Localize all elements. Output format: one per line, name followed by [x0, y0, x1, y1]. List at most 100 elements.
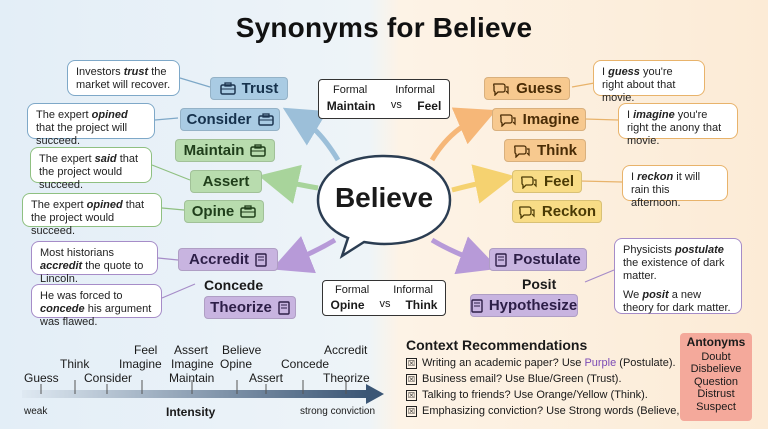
pill-label: Feel	[543, 173, 574, 190]
callout-opine: The expert opined that the project would…	[22, 193, 162, 237]
formal-label: Formal	[333, 84, 368, 96]
scale-word-believe: Believe	[222, 343, 262, 357]
informal-word: Think	[405, 298, 438, 312]
antonym-item: Suspect	[696, 400, 736, 413]
context-title: Context Recommendations	[406, 337, 588, 353]
scale-word-feel: Feel	[134, 343, 158, 357]
context-item: ☒ Business email? Use Blue/Green (Trust)…	[406, 373, 622, 385]
pill-label: Think	[537, 142, 577, 159]
scale-word-theorize: Theorize	[323, 371, 370, 385]
callout-concede: He was forced to concede his argument wa…	[31, 284, 162, 328]
pill-label: Postulate	[513, 251, 581, 268]
chat-bubbles-icon	[520, 175, 538, 189]
checkbox-icon: ☒	[406, 373, 417, 385]
scale-strong-label: strong conviction	[300, 406, 376, 417]
compare-box-bottom: Formal Informal Opine vs Think	[322, 280, 446, 316]
formal-word: Opine	[330, 298, 365, 312]
pill-label: Opine	[191, 203, 235, 220]
briefcase-icon	[219, 82, 236, 95]
callout-maintain: The expert said that the project would s…	[30, 147, 152, 191]
scale-word-think: Think	[60, 357, 90, 371]
pill-opine[interactable]: Opine	[184, 200, 264, 223]
checkbox-icon: ☒	[406, 405, 417, 417]
callout-postulate: Physicists postulate the existence of da…	[614, 238, 742, 314]
scale-word-accredit: Accredit	[324, 343, 368, 357]
callout-accredit: Most historians accredit the quote to Li…	[31, 241, 158, 285]
book-icon	[278, 300, 290, 315]
pill-consider[interactable]: Consider	[180, 108, 280, 131]
book-icon	[495, 252, 507, 267]
antonym-item: Question	[693, 375, 739, 388]
pill-hypothesize[interactable]: Hypothesize	[470, 294, 578, 317]
pill-label: Guess	[516, 80, 562, 97]
antonym-item: Disbelieve	[690, 363, 742, 375]
pill-assert[interactable]: Assert	[190, 170, 262, 193]
scale-word-assert: Assert	[249, 371, 284, 385]
arrow-green	[258, 164, 319, 204]
pill-theorize[interactable]: Theorize	[204, 296, 296, 319]
pill-accredit[interactable]: Accredit	[178, 248, 278, 271]
context-item: ☒ Writing an academic paper? Use Purple …	[406, 357, 676, 369]
callout-consider: The expert opined that the project will …	[27, 103, 155, 147]
antonym-item: Distrust	[697, 388, 735, 400]
briefcase-icon	[257, 113, 274, 126]
antonyms-box: Antonyms Doubt Disbelieve Question Distr…	[680, 333, 752, 421]
pill-imagine[interactable]: Imagine	[492, 108, 586, 131]
arrow-blue	[282, 107, 341, 162]
page-title: Synonyms for Believe	[235, 12, 533, 43]
context-item: ☒ Talking to friends? Use Orange/Yellow …	[406, 389, 648, 401]
pill-label: Consider	[186, 111, 252, 128]
context-item: ☒ Emphasizing conviction? Use Strong wor…	[406, 405, 720, 417]
pill-reckon[interactable]: Reckon	[512, 200, 602, 223]
word-posit: Posit	[522, 276, 557, 292]
scale-word-assert-top: Assert	[174, 343, 209, 357]
callout-reckon: I reckon it will rain this afternoon.	[622, 165, 728, 209]
scale-word-imagine-2: Imagine	[171, 357, 214, 371]
arrow-purple-left	[271, 236, 337, 274]
scale-word-concede: Concede	[281, 357, 330, 371]
scale-word-imagine: Imagine	[119, 357, 162, 371]
antonym-item: Doubt	[701, 350, 731, 363]
informal-word: Feel	[417, 99, 442, 113]
pill-guess[interactable]: Guess	[484, 77, 570, 100]
antonyms-title: Antonyms	[686, 335, 746, 349]
vs-label: vs	[379, 298, 391, 310]
compare-box-top: Formal Informal Maintain vs Feel	[318, 79, 450, 119]
pill-feel[interactable]: Feel	[512, 170, 582, 193]
scale-word-maintain: Maintain	[169, 371, 215, 385]
pill-label: Accredit	[188, 251, 250, 268]
scale-word-consider: Consider	[84, 371, 133, 385]
checkbox-icon: ☒	[406, 389, 417, 401]
pill-postulate[interactable]: Postulate	[489, 248, 587, 271]
informal-label: Informal	[393, 284, 433, 296]
briefcase-icon	[240, 205, 256, 218]
pill-label: Imagine	[522, 111, 580, 128]
center-word: Believe	[334, 182, 434, 213]
vs-label: vs	[390, 99, 402, 111]
scale-word-guess: Guess	[24, 371, 59, 385]
callout-trust: Investors trust the market will recover.	[67, 60, 180, 96]
scale-weak-label: weak	[24, 406, 48, 417]
checkbox-icon: ☒	[406, 357, 417, 369]
formal-word: Maintain	[326, 99, 376, 113]
pill-trust[interactable]: Trust	[210, 77, 288, 100]
arrow-orange	[429, 107, 497, 162]
arrow-purple-right	[430, 236, 499, 275]
word-concede: Concede	[204, 277, 264, 293]
callout-imagine: I imagine you're right the anony that mo…	[618, 103, 738, 147]
pill-label: Trust	[241, 80, 279, 97]
formal-label: Formal	[335, 284, 370, 296]
pill-think[interactable]: Think	[504, 139, 586, 162]
center-bubble	[316, 154, 452, 259]
arrow-yellow	[451, 164, 515, 204]
pill-label: Reckon	[541, 203, 597, 220]
chat-bubbles-icon	[499, 113, 517, 127]
briefcase-icon	[250, 144, 267, 157]
pill-maintain[interactable]: Maintain	[175, 139, 275, 162]
chat-bubbles-icon	[513, 144, 531, 158]
scale-word-opine: Opine	[220, 357, 253, 371]
chat-bubbles-icon	[492, 82, 510, 96]
pill-label: Assert	[202, 173, 250, 190]
pill-label: Maintain	[183, 142, 245, 159]
